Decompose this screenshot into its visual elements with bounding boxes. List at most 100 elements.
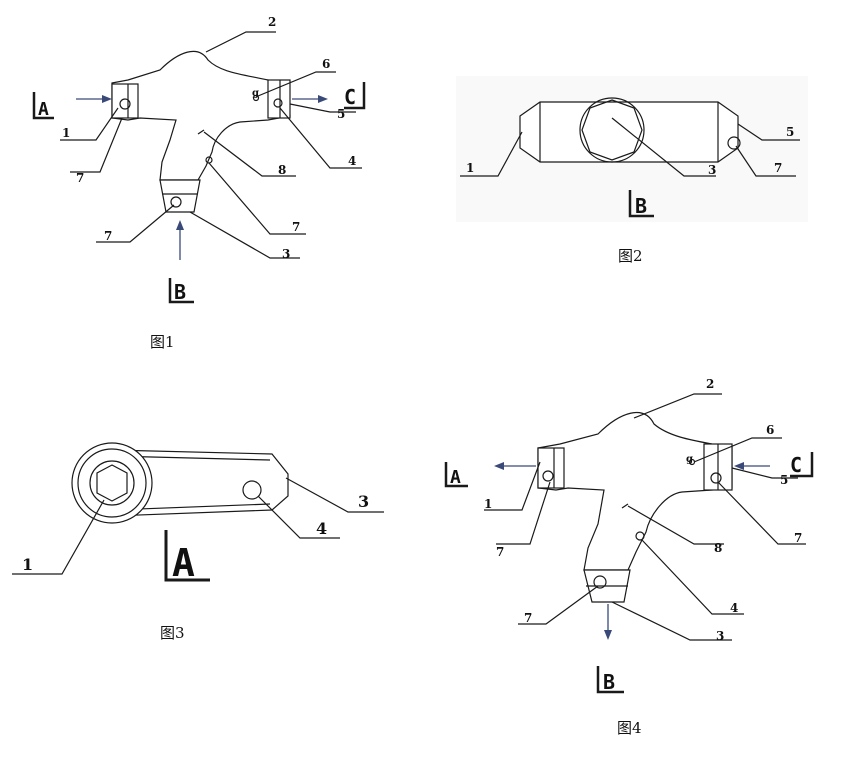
fig4-callout-7a: 7	[496, 545, 504, 559]
fig2-leader-1	[460, 131, 523, 177]
fig1-leader-2	[205, 31, 276, 53]
fig1-callout-6: 6	[322, 57, 330, 71]
fig4-leader-7a	[496, 481, 551, 545]
fig1-callout-1: 1	[62, 126, 70, 140]
fig4-right-port-circle	[710, 472, 722, 484]
fig4-leader-8	[627, 505, 724, 545]
fig4-left-port-circle	[542, 470, 554, 482]
fig4-callout-7c: 7	[524, 611, 532, 625]
svg-text:A: A	[450, 467, 461, 488]
fig4-leader-6	[693, 437, 782, 463]
fig4-section-c: C	[790, 452, 814, 478]
fig3-leader-1	[12, 499, 105, 575]
svg-text:A: A	[172, 541, 195, 585]
fig4-section-a: A	[444, 462, 468, 488]
fig1-valve-body	[111, 50, 291, 181]
fig3-leader-3	[285, 477, 384, 513]
fig1-callout-3: 3	[282, 247, 290, 261]
fig1-leader-6	[257, 71, 336, 97]
fig4-small-g-mark: g	[686, 454, 693, 465]
fig4-leader-3	[611, 601, 732, 641]
fig1-callout-8: 8	[278, 163, 286, 177]
fig4-leader-7b	[717, 481, 806, 545]
fig1-section-a: A	[32, 92, 54, 120]
fig4-callout-6: 6	[766, 423, 774, 437]
fig4-leader-2	[633, 393, 722, 419]
fig1-leader-7a	[70, 117, 123, 173]
svg-text:C: C	[790, 453, 802, 477]
fig1-bottom-port-circle	[170, 196, 182, 208]
svg-text:B: B	[603, 670, 615, 694]
fig1-small-g-mark: g	[252, 88, 259, 99]
fig2-leader-5	[737, 123, 800, 141]
fig2-hex-port-outer	[579, 97, 645, 163]
fig2-port-7	[727, 136, 741, 150]
fig1-callout-2: 2	[268, 15, 276, 29]
fig4-callout-3: 3	[716, 629, 724, 643]
fig3-callout-1: 1	[22, 555, 33, 574]
fig1-section-b: B	[168, 278, 194, 304]
fig3-caption: 图3	[160, 624, 185, 642]
fig4-leader-7c	[518, 585, 599, 625]
fig1-callout-7a: 7	[76, 171, 84, 185]
fig3-callout-3: 3	[358, 492, 369, 511]
fig3-callout-4: 4	[316, 519, 327, 538]
fig1-section-c: C	[344, 82, 366, 110]
fig4-caption: 图4	[617, 719, 642, 737]
fig1-callout-5: 5	[337, 107, 345, 121]
fig1-leader-7b	[279, 107, 362, 169]
fig4-bottom-port-circle	[593, 575, 607, 589]
fig1-leader-3	[189, 211, 300, 259]
fig2-callout-7: 7	[774, 161, 782, 175]
fig1-callout-4: 7	[292, 220, 300, 234]
svg-text:C: C	[344, 85, 356, 109]
fig2-leader-3	[611, 117, 716, 177]
fig4-callout-7b: 7	[794, 531, 802, 545]
fig1-leader-1	[60, 107, 119, 141]
fig4-leader-4	[641, 539, 744, 615]
fig1-leader-7c	[96, 204, 175, 243]
fig1-leader-4	[208, 162, 306, 235]
fig1-left-port-circle	[119, 98, 131, 110]
fig4-leader-1	[484, 461, 541, 511]
fig4-callout-4: 4	[730, 601, 738, 615]
figure-4: 2 6 5 1 7 7 8 4 7 3 g A C B 图4	[444, 377, 814, 737]
fig3-section-a: A	[164, 530, 210, 585]
fig4-left-fitting	[537, 447, 565, 489]
svg-text:B: B	[174, 280, 186, 304]
fig4-section-b: B	[596, 666, 624, 694]
fig3-hex-socket	[96, 464, 128, 502]
fig2-callout-5: 5	[786, 125, 794, 139]
fig4-callout-1: 1	[484, 497, 492, 511]
svg-text:A: A	[38, 99, 49, 120]
fig1-left-fitting	[111, 83, 139, 119]
fig3-end-outer	[71, 442, 153, 524]
fig2-hex-port-inner	[581, 99, 643, 161]
fig2-leader-7	[735, 145, 796, 177]
figure-2: 1 3 5 7 B 图2	[456, 76, 808, 265]
fig3-leader-4	[257, 495, 340, 539]
fig1-pin-6	[252, 94, 260, 102]
fig2-callout-1: 1	[466, 161, 474, 175]
svg-text:B: B	[635, 194, 647, 218]
fig3-port-4	[242, 480, 262, 500]
fig4-callout-2: 2	[706, 377, 714, 391]
fig4-callout-8: 8	[714, 541, 722, 555]
fig1-callout-7c: 7	[104, 229, 112, 243]
fig1-leader-5	[289, 103, 356, 113]
fig1-callout-7b: 4	[348, 154, 356, 168]
fig4-leader-5	[731, 467, 798, 479]
fig1-caption: 图1	[150, 333, 175, 351]
fig4-callout-5: 5	[780, 473, 788, 487]
fig2-caption: 图2	[618, 247, 643, 265]
fig4-valve-body	[537, 412, 733, 571]
figure-1: 2 6 5 1 7 4 8 7 7 3 g A C B 图1	[32, 15, 366, 351]
figure-3: 1 3 4 A 图3	[12, 442, 384, 642]
fig2-callout-3: 3	[708, 163, 716, 177]
fig1-bottom-fitting	[159, 179, 201, 213]
fig1-leader-8	[203, 131, 296, 177]
fig1-right-port-circle	[273, 98, 283, 108]
fig2-section-b: B	[628, 190, 654, 218]
fig4-screw-4	[635, 531, 645, 541]
